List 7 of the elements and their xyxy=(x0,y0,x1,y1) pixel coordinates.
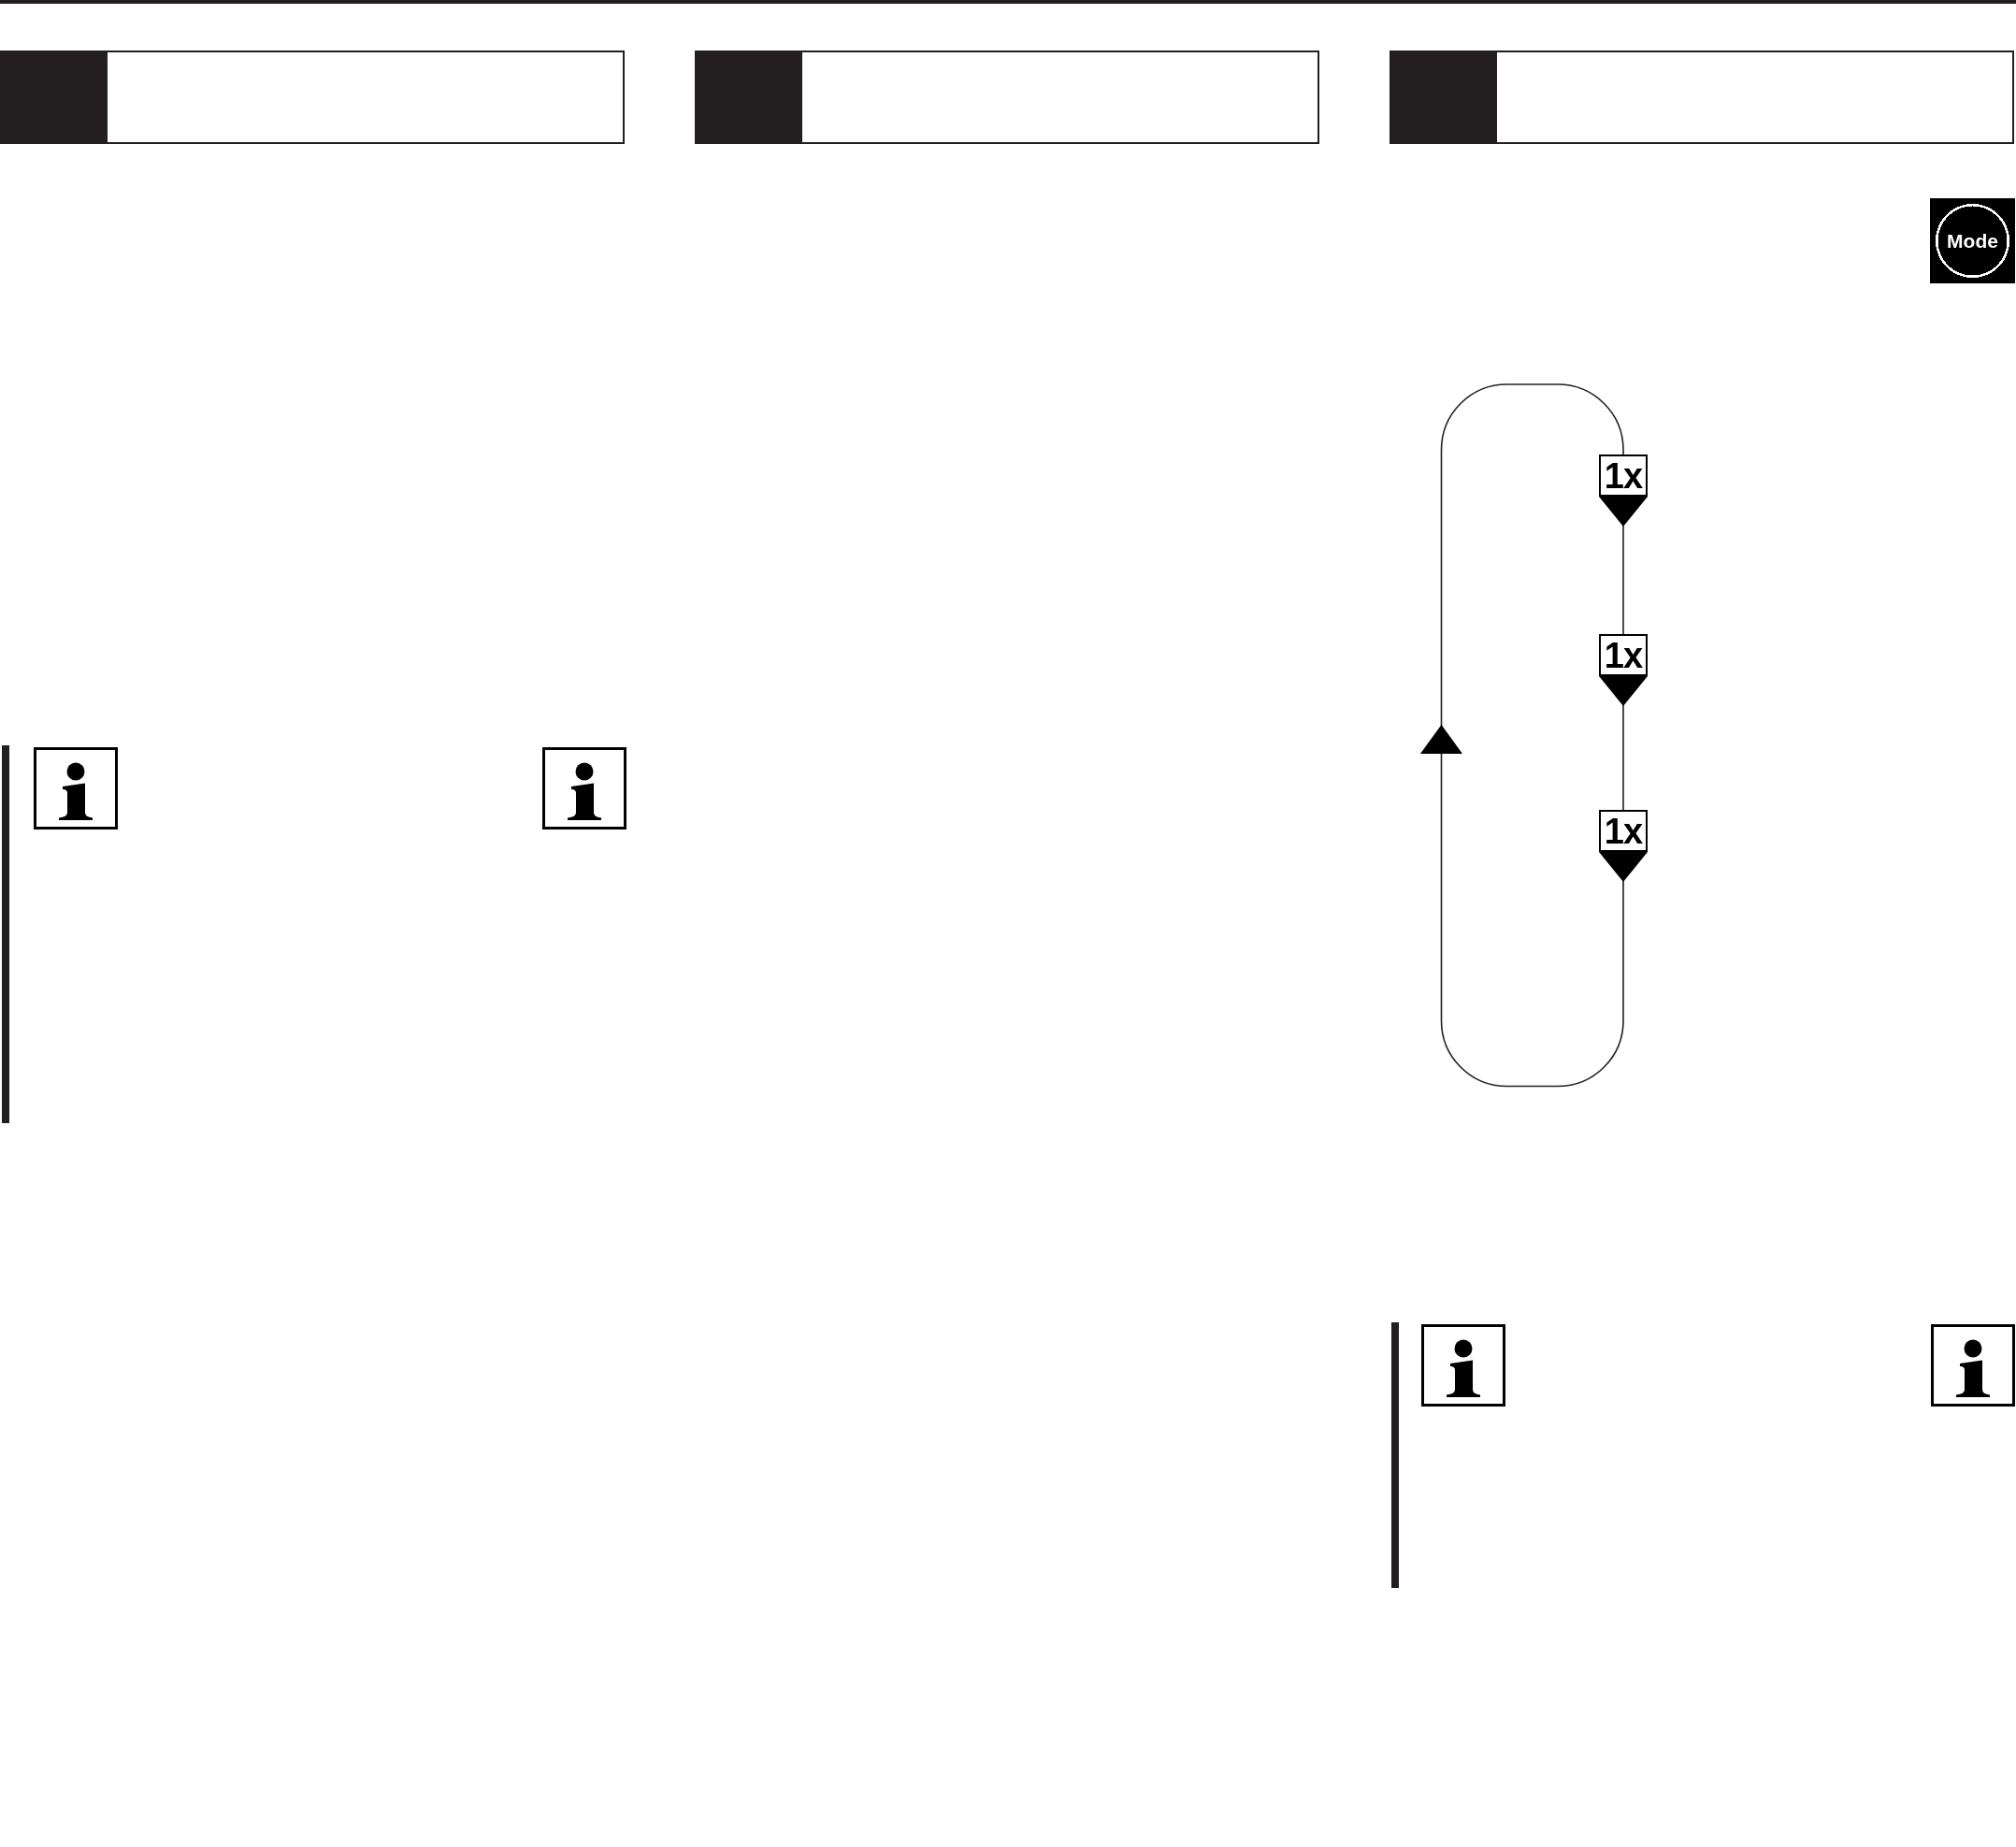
press-count-tag: 1x xyxy=(1599,810,1648,852)
mode-button: Mode xyxy=(1930,198,2015,283)
press-count-tag: 1x xyxy=(1599,455,1648,497)
flow-arrow xyxy=(1599,496,1648,635)
press-count-tag: 1x xyxy=(1599,634,1648,676)
flow-arrow xyxy=(1599,675,1648,811)
loop-arrow xyxy=(1420,383,1648,1088)
